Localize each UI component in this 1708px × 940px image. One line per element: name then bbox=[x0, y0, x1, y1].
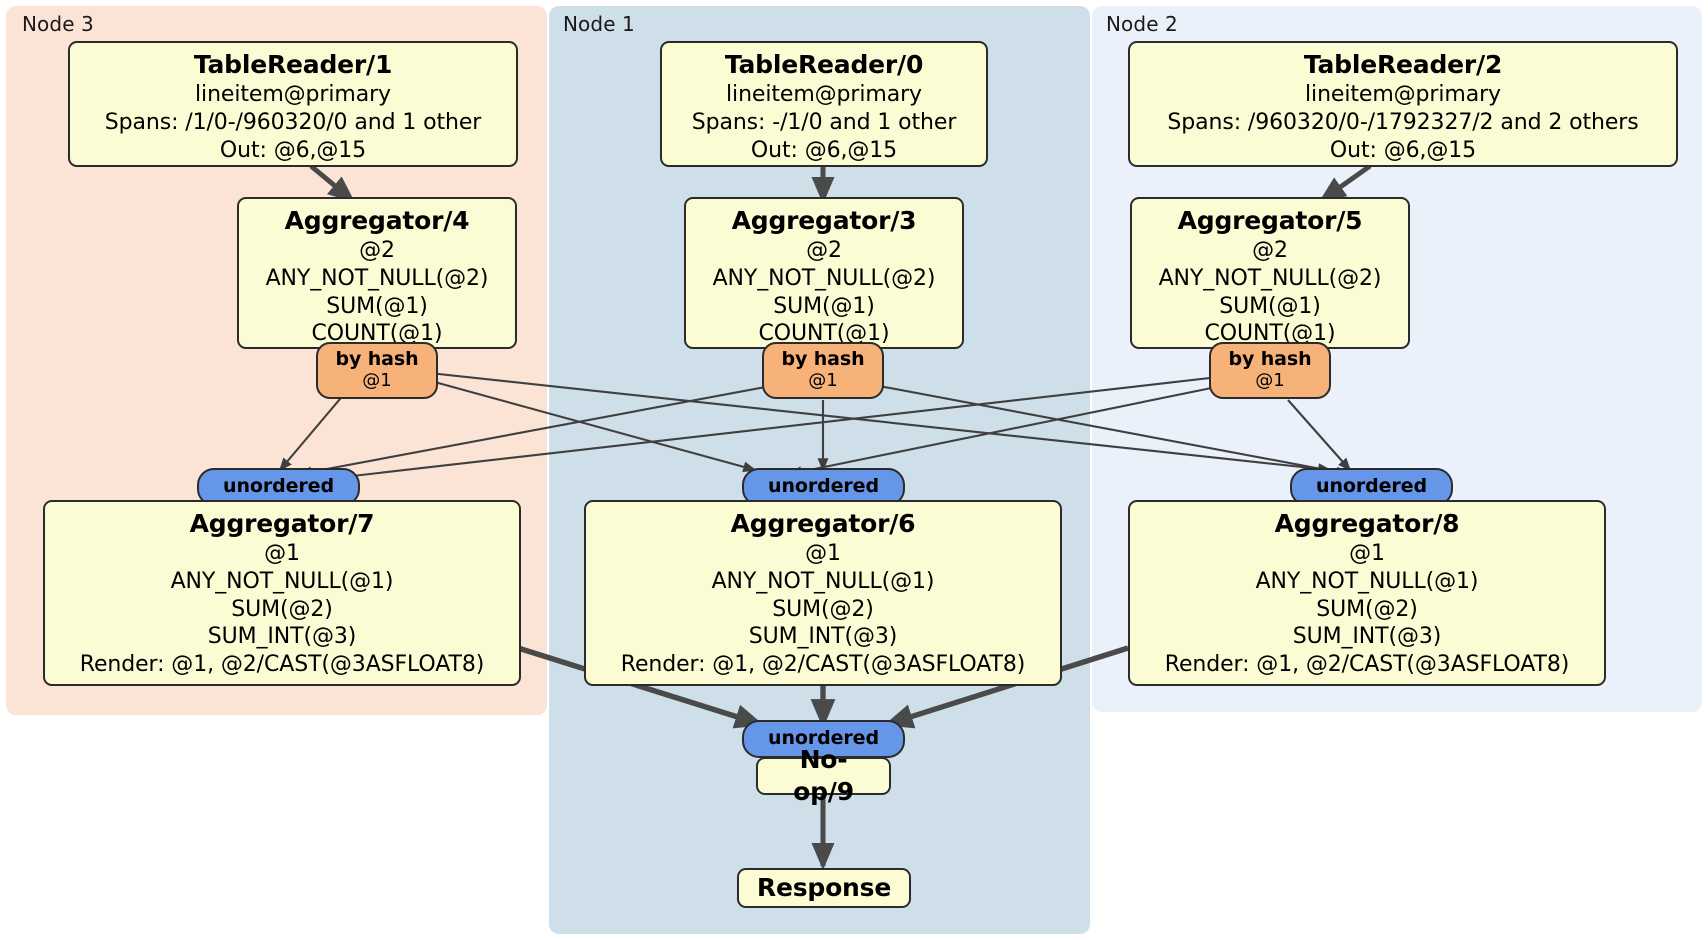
processor-detail-line: @1 bbox=[264, 541, 300, 567]
processor-detail-line: Out: @6,@15 bbox=[750, 137, 898, 163]
processor-title: Aggregator/5 bbox=[1177, 206, 1363, 235]
processor-title: TableReader/2 bbox=[1303, 50, 1503, 79]
processor-aggregator-8[interactable]: Aggregator/8 @1 ANY_NOT_NULL(@1) SUM(@2)… bbox=[1128, 500, 1606, 686]
processor-detail-line: Render: @1, @2/CAST(@3ASFLOAT8) bbox=[79, 651, 485, 677]
processor-detail-line: lineitem@primary bbox=[195, 82, 391, 108]
processor-noop-9[interactable]: No-op/9 bbox=[756, 745, 891, 806]
router-column: @1 bbox=[362, 370, 392, 392]
processor-title: No-op/9 bbox=[793, 745, 854, 806]
processor-title: Aggregator/4 bbox=[284, 206, 470, 235]
processor-detail-line: @2 bbox=[1252, 238, 1288, 264]
synchronizer-title: unordered bbox=[1316, 475, 1427, 498]
processor-detail-line: Spans: -/1/0 and 1 other bbox=[691, 109, 957, 135]
node-region-label-node2: Node 2 bbox=[1106, 12, 1178, 36]
processor-detail-line: SUM(@1) bbox=[326, 293, 428, 319]
node-region-label-node3: Node 3 bbox=[22, 12, 94, 36]
processor-tablereader-0[interactable]: TableReader/0 lineitem@primary Spans: -/… bbox=[660, 41, 988, 167]
router-title: by hash bbox=[781, 348, 865, 371]
synchronizer-title: unordered bbox=[768, 727, 879, 750]
processor-title: Aggregator/6 bbox=[730, 509, 916, 538]
processor-detail-line: Spans: /1/0-/960320/0 and 1 other bbox=[104, 109, 482, 135]
processor-detail-line: lineitem@primary bbox=[726, 82, 922, 108]
processor-aggregator-6[interactable]: Aggregator/6 @1 ANY_NOT_NULL(@1) SUM(@2)… bbox=[584, 500, 1062, 686]
synchronizer-unordered-right[interactable]: unordered bbox=[1290, 468, 1453, 506]
processor-title: TableReader/0 bbox=[724, 50, 924, 79]
router-by-hash-right[interactable]: by hash @1 bbox=[1209, 342, 1331, 399]
processor-detail-line: @1 bbox=[1349, 541, 1385, 567]
synchronizer-title: unordered bbox=[223, 475, 334, 498]
processor-detail-line: SUM(@1) bbox=[1219, 293, 1321, 319]
router-title: by hash bbox=[1228, 348, 1312, 371]
processor-aggregator-5[interactable]: Aggregator/5 @2 ANY_NOT_NULL(@2) SUM(@1)… bbox=[1130, 197, 1410, 349]
processor-detail-line: SUM_INT(@3) bbox=[207, 624, 357, 650]
processor-aggregator-7[interactable]: Aggregator/7 @1 ANY_NOT_NULL(@1) SUM(@2)… bbox=[43, 500, 521, 686]
synchronizer-unordered-middle[interactable]: unordered bbox=[742, 468, 905, 506]
router-by-hash-left[interactable]: by hash @1 bbox=[316, 342, 438, 399]
processor-detail-line: SUM_INT(@3) bbox=[1292, 624, 1442, 650]
processor-detail-line: SUM_INT(@3) bbox=[748, 624, 898, 650]
synchronizer-title: unordered bbox=[768, 475, 879, 498]
processor-response[interactable]: Response bbox=[737, 868, 911, 908]
processor-detail-line: ANY_NOT_NULL(@2) bbox=[712, 265, 936, 291]
processor-detail-line: Render: @1, @2/CAST(@3ASFLOAT8) bbox=[620, 651, 1026, 677]
processor-detail-line: ANY_NOT_NULL(@1) bbox=[1255, 568, 1479, 594]
processor-detail-line: SUM(@2) bbox=[1316, 596, 1418, 622]
processor-title: Aggregator/7 bbox=[189, 509, 375, 538]
processor-tablereader-1[interactable]: TableReader/1 lineitem@primary Spans: /1… bbox=[68, 41, 518, 167]
router-title: by hash bbox=[335, 348, 419, 371]
processor-detail-line: @1 bbox=[805, 541, 841, 567]
processor-detail-line: Spans: /960320/0-/1792327/2 and 2 others bbox=[1167, 109, 1639, 135]
processor-detail-line: ANY_NOT_NULL(@2) bbox=[265, 265, 489, 291]
processor-aggregator-4[interactable]: Aggregator/4 @2 ANY_NOT_NULL(@2) SUM(@1)… bbox=[237, 197, 517, 349]
processor-detail-line: lineitem@primary bbox=[1305, 82, 1501, 108]
processor-title: Response bbox=[756, 872, 892, 902]
router-by-hash-middle[interactable]: by hash @1 bbox=[762, 342, 884, 399]
router-column: @1 bbox=[1255, 370, 1285, 392]
processor-detail-line: @2 bbox=[806, 238, 842, 264]
node-region-label-node1: Node 1 bbox=[563, 12, 635, 36]
processor-tablereader-2[interactable]: TableReader/2 lineitem@primary Spans: /9… bbox=[1128, 41, 1678, 167]
processor-detail-line: SUM(@2) bbox=[231, 596, 333, 622]
processor-title: Aggregator/8 bbox=[1274, 509, 1460, 538]
processor-aggregator-3[interactable]: Aggregator/3 @2 ANY_NOT_NULL(@2) SUM(@1)… bbox=[684, 197, 964, 349]
processor-detail-line: Out: @6,@15 bbox=[1329, 137, 1477, 163]
processor-detail-line: Render: @1, @2/CAST(@3ASFLOAT8) bbox=[1164, 651, 1570, 677]
synchronizer-unordered-final[interactable]: unordered bbox=[742, 720, 905, 758]
router-column: @1 bbox=[808, 370, 838, 392]
processor-detail-line: ANY_NOT_NULL(@1) bbox=[711, 568, 935, 594]
processor-title: Aggregator/3 bbox=[731, 206, 917, 235]
processor-detail-line: SUM(@2) bbox=[772, 596, 874, 622]
processor-detail-line: SUM(@1) bbox=[773, 293, 875, 319]
processor-detail-line: Out: @6,@15 bbox=[219, 137, 367, 163]
processor-detail-line: ANY_NOT_NULL(@2) bbox=[1158, 265, 1382, 291]
processor-detail-line: ANY_NOT_NULL(@1) bbox=[170, 568, 394, 594]
processor-title: TableReader/1 bbox=[193, 50, 393, 79]
processor-detail-line: @2 bbox=[359, 238, 395, 264]
